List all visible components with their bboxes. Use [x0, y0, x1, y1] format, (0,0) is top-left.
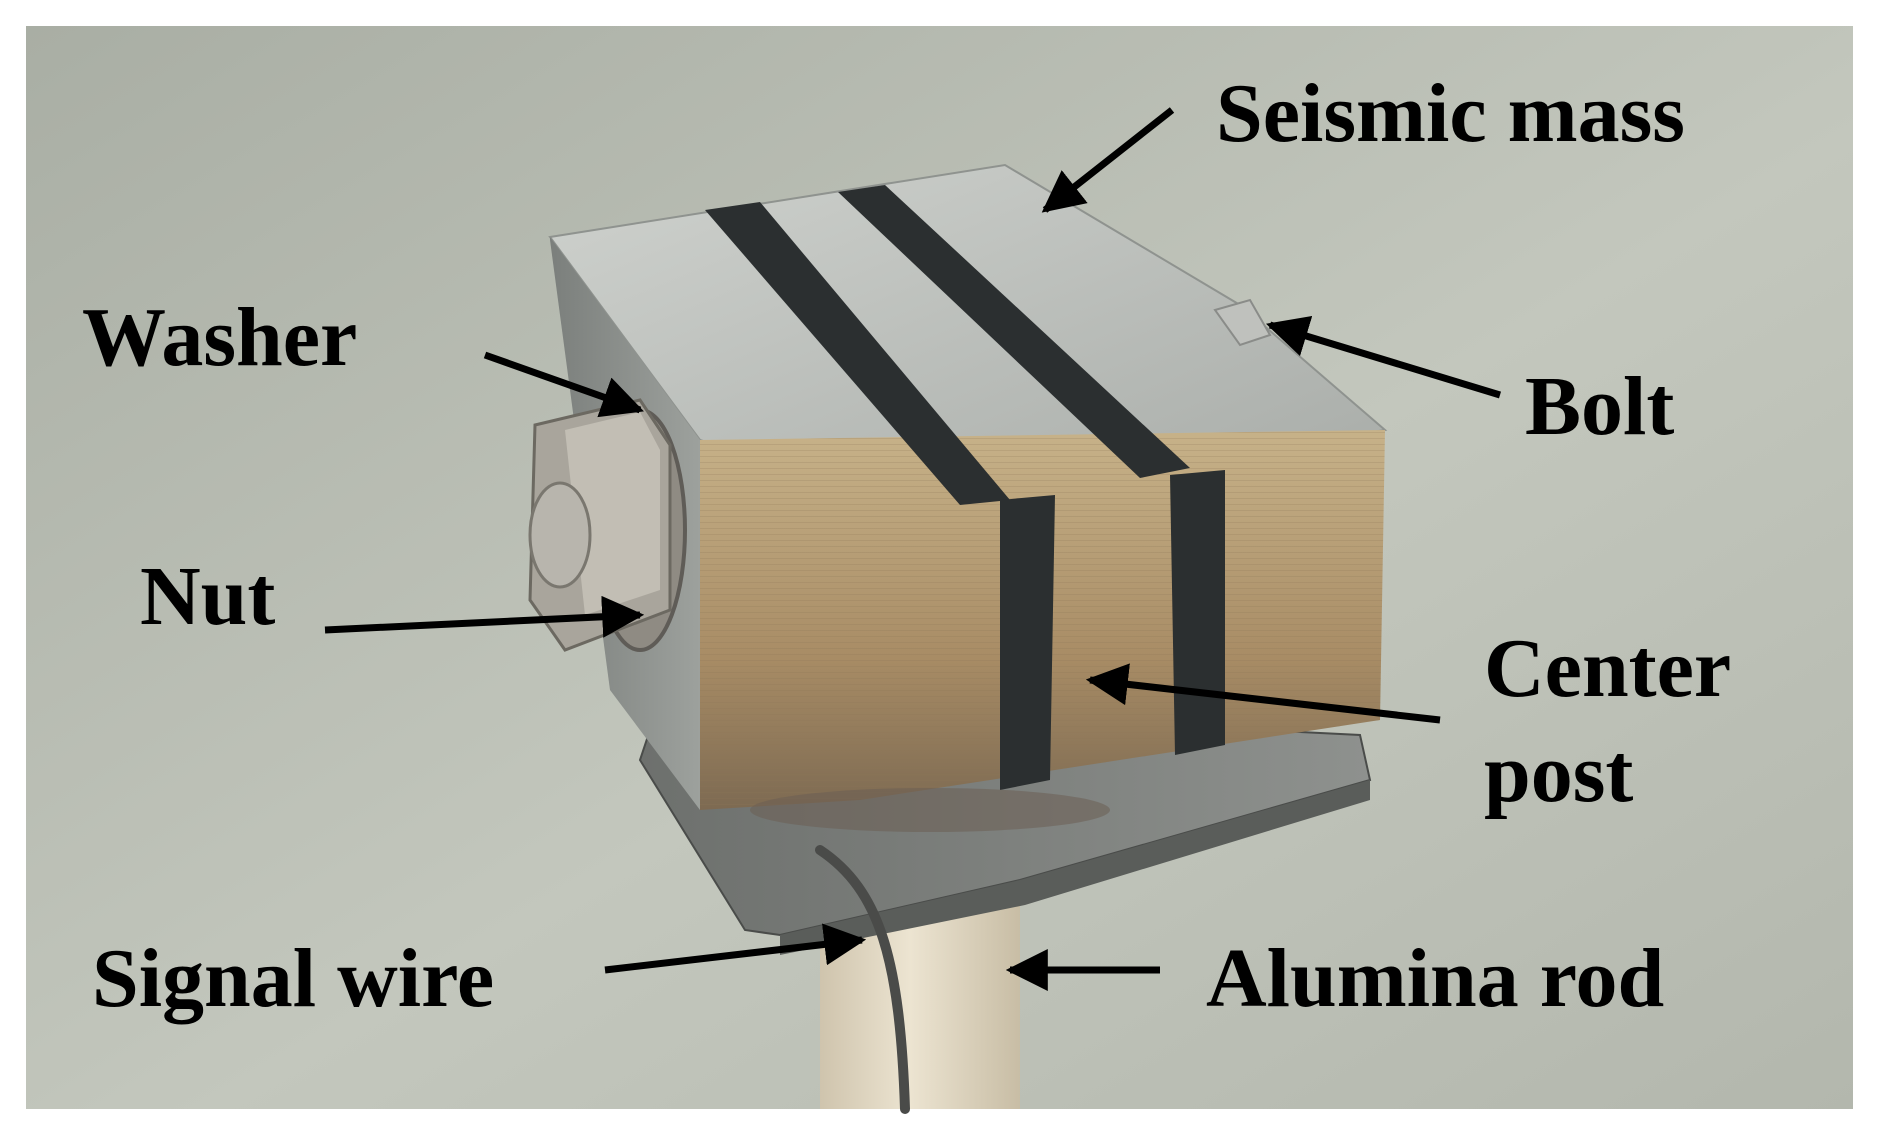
piezo-stripe-front-2 — [1170, 470, 1225, 755]
label-seismic-mass: Seismic mass — [1216, 67, 1685, 160]
label-center-post: Center post — [1484, 616, 1731, 826]
label-bolt: Bolt — [1525, 360, 1675, 453]
arrow-washer — [483, 351, 644, 418]
piezo-stripe-front-1 — [1000, 495, 1055, 790]
label-alumina-rod: Alumina rod — [1206, 932, 1665, 1025]
signal-wire-shape — [815, 845, 910, 1114]
label-washer: Washer — [82, 291, 358, 384]
label-center-post-line1: Center — [1484, 622, 1732, 715]
arrow-bolt — [1265, 315, 1502, 399]
piezo-stripe-top-1 — [705, 202, 1010, 505]
base-plate-edge — [780, 780, 1370, 955]
arrow-signal-wire — [604, 923, 867, 974]
label-signal-wire: Signal wire — [92, 932, 495, 1025]
piezo-stripe-top-2 — [838, 185, 1190, 478]
arrow-nut — [324, 595, 645, 638]
arrow-center-post — [1085, 663, 1441, 724]
arrow-seismic-mass — [1041, 107, 1175, 213]
weld-bead — [750, 788, 1110, 832]
nut-face — [565, 412, 660, 615]
label-nut: Nut — [140, 550, 276, 643]
bolt-end — [528, 481, 592, 589]
label-center-post-line2: post — [1484, 727, 1634, 820]
